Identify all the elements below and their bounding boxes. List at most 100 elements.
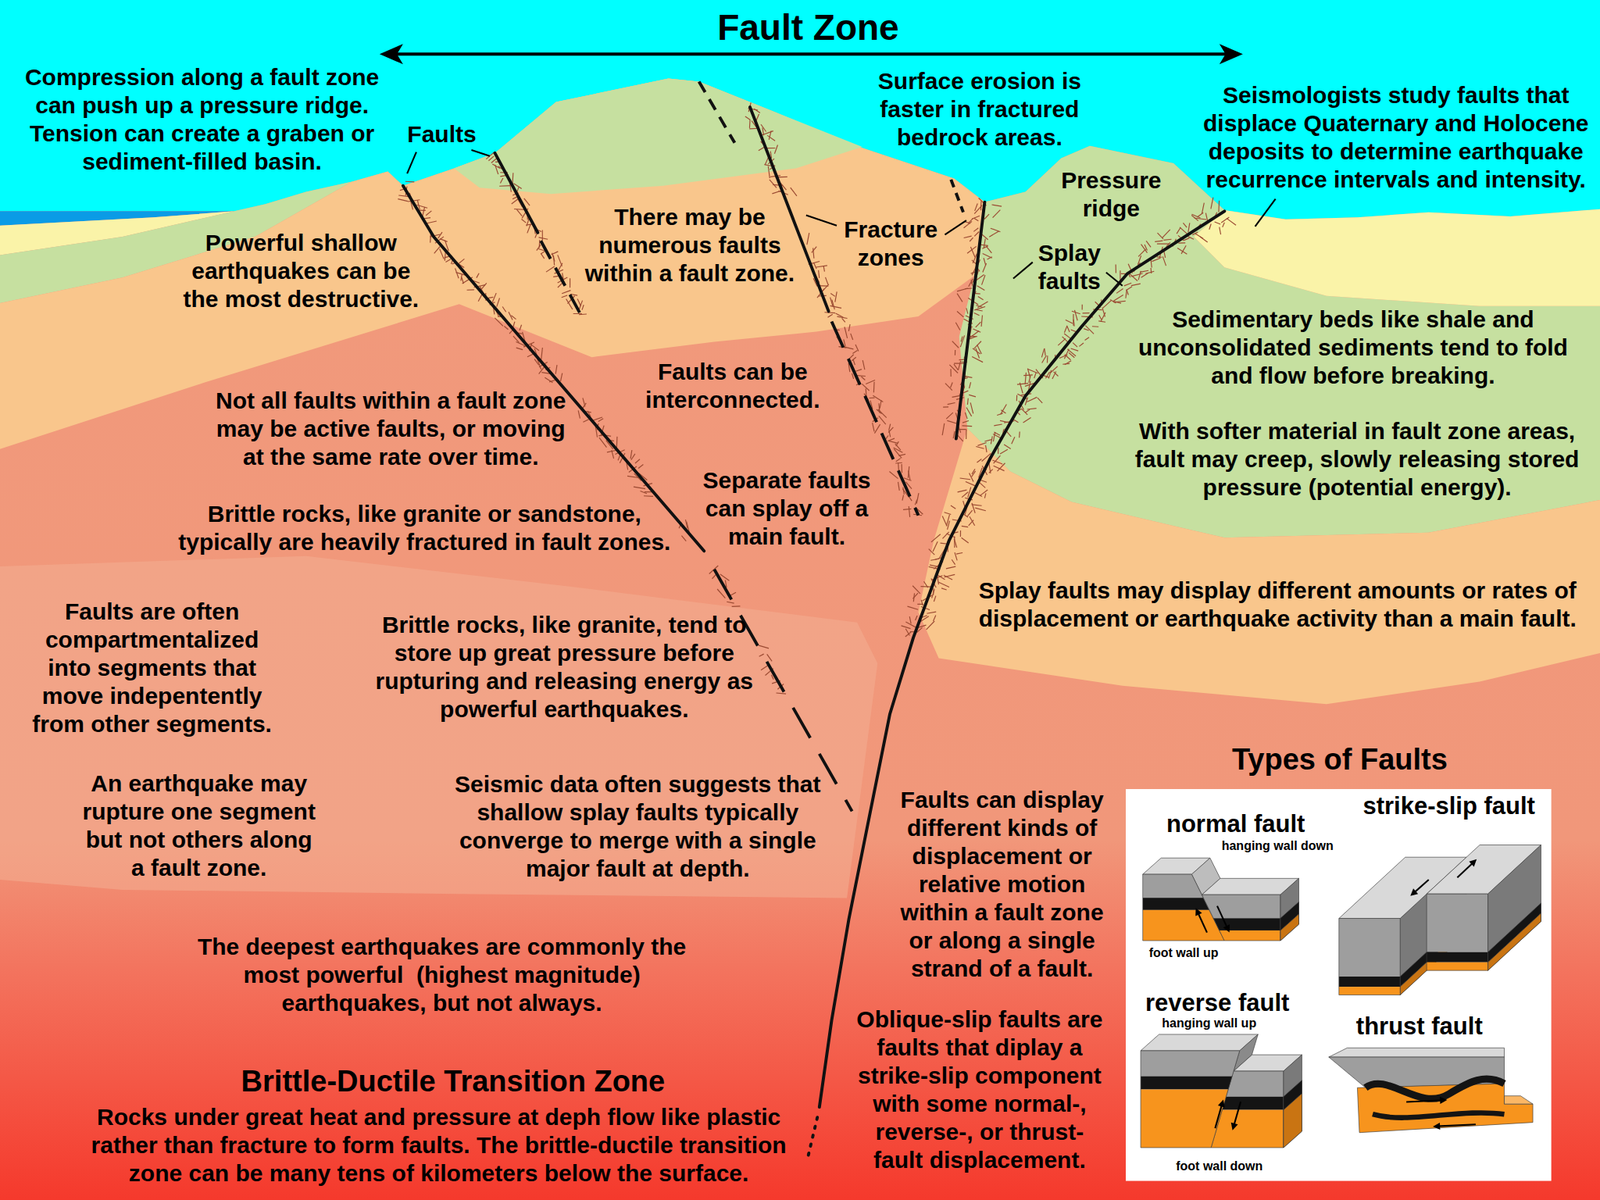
- fracture-mark: [977, 301, 988, 308]
- fracture-mark: [1226, 217, 1236, 225]
- annotation: Oblique-slip faults are faults that dipl…: [850, 1005, 1108, 1175]
- fracture-mark: [1068, 353, 1075, 358]
- layered-face: [1020, 1066, 1600, 1154]
- fracture-mark: [928, 549, 936, 555]
- fracture-mark: [1138, 271, 1141, 281]
- fracture-mark: [851, 373, 854, 379]
- fracture-mark: [898, 453, 906, 456]
- fracture-mark: [578, 410, 580, 418]
- fracture-mark: [969, 237, 973, 242]
- fracture-mark: [1131, 273, 1143, 277]
- fracture-mark: [971, 357, 983, 363]
- fracture-mark: [749, 119, 751, 129]
- fracture-mark: [967, 398, 969, 405]
- fracture-mark: [989, 231, 999, 237]
- fault-types-panel: Types of Faultsnormal faulthanging wall …: [1125, 789, 1552, 1182]
- annotation: Splay faults: [1029, 239, 1110, 296]
- fracture-mark: [993, 465, 1005, 471]
- strike-slip-fault-block: strike-slip fault: [1332, 789, 1550, 1003]
- arrow-head: [1219, 43, 1243, 65]
- fracture-mark: [908, 471, 911, 481]
- leader-line: [806, 215, 837, 226]
- fracture-mark: [992, 210, 1001, 218]
- fracture-mark: [946, 412, 954, 419]
- fracture-mark: [909, 616, 911, 624]
- folded-layer: [1365, 1078, 1505, 1099]
- fracture-mark: [538, 249, 544, 251]
- fracture-mark: [954, 350, 956, 356]
- fracture-mark: [790, 187, 797, 197]
- rock-layer: [1020, 1046, 1600, 1077]
- motion-arrow: [1457, 861, 1474, 878]
- block-face: [1487, 903, 1541, 963]
- fracture-mark: [893, 449, 902, 459]
- fracture-mark: [767, 166, 770, 179]
- fracture-mark: [967, 510, 972, 516]
- fracture-mark: [774, 145, 778, 154]
- fracture-mark: [957, 310, 964, 317]
- fracture-mark: [1072, 314, 1074, 326]
- arrow-head: [1432, 1122, 1440, 1130]
- fracture-mark: [1085, 337, 1090, 341]
- fracture-mark: [732, 605, 741, 608]
- fracture-mark: [416, 204, 428, 208]
- fracture-mark: [955, 322, 961, 331]
- fracture-mark: [992, 432, 995, 442]
- fracture-mark: [818, 270, 820, 279]
- fracture-mark: [1092, 325, 1099, 328]
- fracture-mark: [578, 300, 583, 311]
- node-shape: [1332, 789, 1550, 1003]
- annotation: The deepest earthquakes are commonly the…: [192, 932, 693, 1018]
- fracture-mark: [511, 172, 514, 184]
- folded-layer: [1372, 1112, 1504, 1118]
- fracture-mark: [983, 239, 986, 248]
- face-outline: [1339, 917, 1400, 995]
- fracture-mark: [467, 289, 475, 291]
- leader-line: [407, 152, 417, 174]
- fracture-mark: [759, 653, 765, 657]
- fracture-mark: [932, 541, 938, 552]
- fracture-mark: [712, 574, 717, 579]
- annotation: Faults are often compartmentalized into …: [26, 597, 278, 739]
- fracture-mark: [1037, 397, 1043, 404]
- fracture-mark: [1100, 312, 1106, 322]
- fracture-mark: [1176, 227, 1181, 234]
- fracture-mark: [964, 412, 968, 419]
- fracture-mark: [439, 239, 448, 243]
- fracture-mark: [1023, 417, 1032, 424]
- fracture-mark: [768, 130, 772, 140]
- arrow-head: [1217, 1100, 1225, 1108]
- rock-layer: [1020, 1066, 1600, 1097]
- fracture-mark: [599, 437, 608, 447]
- fracture-mark: [931, 534, 941, 543]
- arrow-head: [1439, 1096, 1447, 1104]
- fracture-mark: [857, 375, 866, 377]
- fracture-mark: [975, 305, 983, 308]
- fracture-mark: [1154, 240, 1163, 242]
- fracture-mark: [1075, 310, 1079, 321]
- fracture-mark: [542, 230, 543, 241]
- fracture-mark: [942, 515, 947, 526]
- fracture-mark: [425, 210, 432, 216]
- fracture-mark: [1000, 403, 1008, 415]
- fracture-mark: [954, 552, 958, 561]
- leader-lines: [407, 150, 1276, 286]
- fracture-mark: [1011, 436, 1015, 444]
- fracture-mark: [1052, 371, 1057, 379]
- fracture-mark: [546, 266, 555, 272]
- arrow-head: [1410, 888, 1418, 896]
- fracture-mark: [984, 439, 992, 442]
- fracture-mark: [889, 430, 891, 438]
- fracture-mark: [1062, 363, 1070, 365]
- fracture-mark: [758, 146, 765, 151]
- fracture-mark: [889, 471, 898, 479]
- fracture-mark: [1157, 243, 1169, 245]
- fracture-mark: [527, 224, 532, 234]
- fracture-mark: [478, 293, 483, 301]
- fracture-mark: [561, 295, 568, 298]
- annotation: Pressure ridge: [1055, 166, 1168, 223]
- fracture-mark: [1083, 328, 1089, 331]
- fracture-mark: [997, 463, 1006, 472]
- annotation: Brittle rocks, like granite, tend to sto…: [374, 610, 754, 724]
- fracture-mark: [1210, 197, 1214, 210]
